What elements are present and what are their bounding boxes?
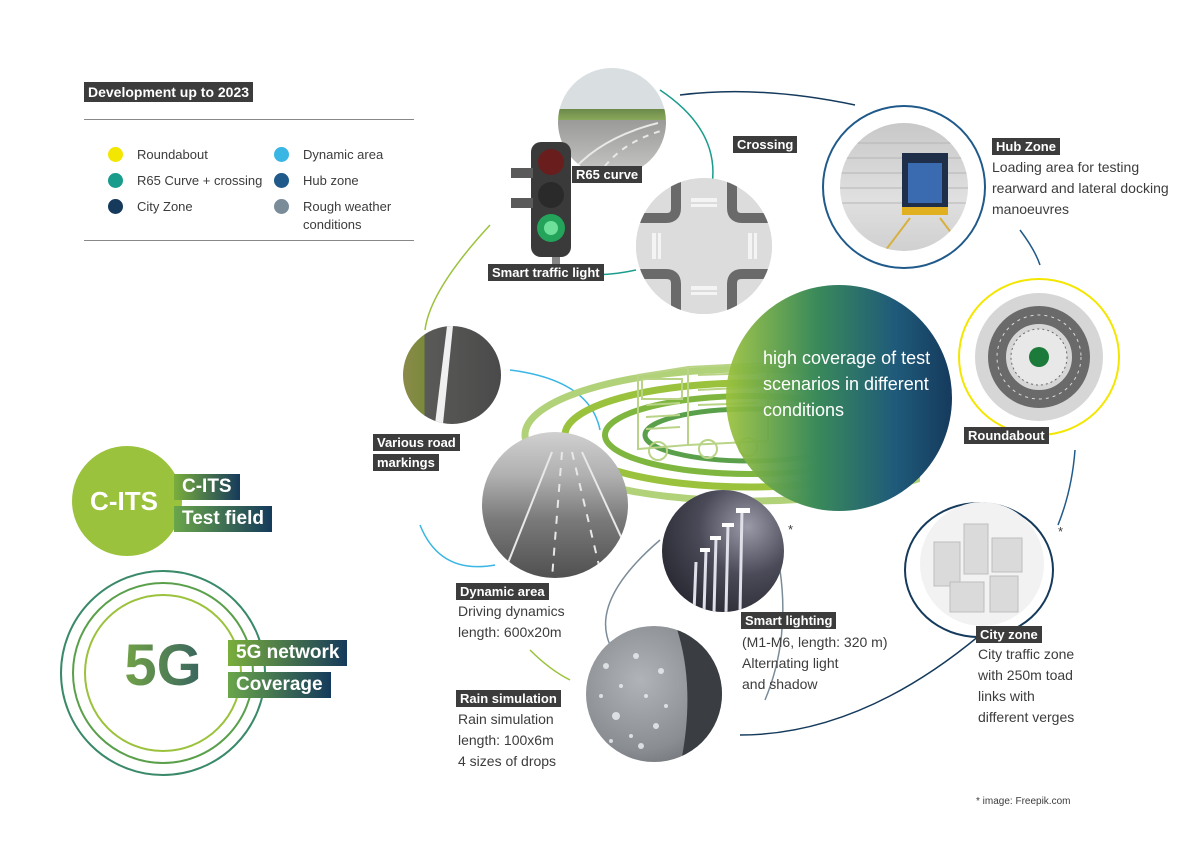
cits-circle-text: C-ITS xyxy=(90,486,158,516)
footnote: * image: Freepik.com xyxy=(976,796,1071,807)
cits-label-line2: Test field xyxy=(174,506,272,532)
legend-bottom-divider xyxy=(84,240,414,241)
center-text: high coverage of test scenarios in diffe… xyxy=(763,348,931,420)
smart-traffic-light-label: Smart traffic light xyxy=(488,264,604,281)
hub-zone-photo xyxy=(840,123,968,251)
legend-title: Development up to 2023 xyxy=(84,82,254,102)
cits-circle xyxy=(72,446,182,556)
legend-label: Rough weather conditions xyxy=(303,199,392,232)
road-markings-label-2: markings xyxy=(373,454,439,471)
legend-top-divider xyxy=(84,119,414,120)
hub-zone-desc-1: Loading area for testing xyxy=(992,159,1140,175)
smart-lighting-desc-2: Alternating light xyxy=(742,655,839,671)
smart-lighting-photo xyxy=(662,490,784,612)
hub-zone-desc-2: rearward and lateral docking xyxy=(992,180,1169,196)
dynamic-area-photo xyxy=(482,432,628,578)
legend-label: City Zone xyxy=(137,199,193,214)
city-zone-asterisk: * xyxy=(1058,524,1064,539)
rain-simulation-desc-1: Rain simulation xyxy=(458,711,554,727)
dynamic-area-label: Dynamic area xyxy=(456,583,549,600)
fiveg-label-line1: 5G network xyxy=(228,640,348,666)
r65-curve-label: R65 curve xyxy=(572,166,643,183)
crossing-label: Crossing xyxy=(733,136,798,153)
dynamic-area-desc-1: Driving dynamics xyxy=(458,603,565,619)
legend-item-roundabout: Roundabout xyxy=(108,146,208,164)
traffic-light-icon xyxy=(511,142,571,265)
legend-dot xyxy=(274,147,289,162)
smart-lighting-desc-1: (M1-M6, length: 320 m) xyxy=(742,634,888,650)
legend-dot xyxy=(108,147,123,162)
city-zone-label: City zone xyxy=(976,626,1042,643)
rain-simulation-label: Rain simulation xyxy=(456,690,561,707)
road-markings-label-1: Various road xyxy=(373,434,460,451)
smart-lighting-asterisk: * xyxy=(788,522,794,537)
roundabout-photo xyxy=(975,293,1103,421)
city-zone-photo xyxy=(920,502,1044,626)
roundabout-label: Roundabout xyxy=(964,427,1049,444)
legend-label: Hub zone xyxy=(303,173,359,188)
city-zone-desc-1: City traffic zone xyxy=(978,646,1075,662)
legend-dot xyxy=(274,173,289,188)
rain-simulation-photo xyxy=(586,626,722,762)
hub-zone-ring xyxy=(822,105,986,269)
fiveg-circle-text: 5G xyxy=(90,630,236,702)
r65-curve-photo xyxy=(558,68,666,176)
legend-item-city-zone: City Zone xyxy=(108,198,193,216)
crossing-photo xyxy=(636,178,772,314)
center-circle xyxy=(726,285,952,511)
rain-simulation-desc-2: length: 100x6m xyxy=(458,732,554,748)
hub-zone-label: Hub Zone xyxy=(992,138,1060,155)
legend-label: R65 Curve + crossing xyxy=(137,173,263,188)
legend-item-rough-weather: Rough weather conditions xyxy=(274,198,404,234)
city-zone-desc-4: different verges xyxy=(978,709,1075,725)
cits-label-line1: C-ITS xyxy=(174,474,240,500)
smart-lighting-label: Smart lighting xyxy=(741,612,837,629)
legend-label: Dynamic area xyxy=(303,147,384,162)
rain-simulation-desc-3: 4 sizes of drops xyxy=(458,753,557,769)
legend-dot xyxy=(108,199,123,214)
legend-item-dynamic-area: Dynamic area xyxy=(274,146,383,164)
legend-item-r65-curve: R65 Curve + crossing xyxy=(108,172,262,190)
legend-dot xyxy=(108,173,123,188)
dynamic-area-desc-2: length: 600x20m xyxy=(458,624,562,640)
road-markings-photo xyxy=(403,326,501,424)
smart-lighting-desc-3: and shadow xyxy=(742,676,818,692)
legend-item-hub-zone: Hub zone xyxy=(274,172,359,190)
legend-label: Roundabout xyxy=(137,147,208,162)
city-zone-desc-2: with 250m toad xyxy=(978,667,1073,683)
fiveg-label-line2: Coverage xyxy=(228,672,331,698)
city-zone-desc-3: links with xyxy=(978,688,1035,704)
legend-dot xyxy=(274,199,289,214)
hub-zone-desc-3: manoeuvres xyxy=(992,201,1070,217)
